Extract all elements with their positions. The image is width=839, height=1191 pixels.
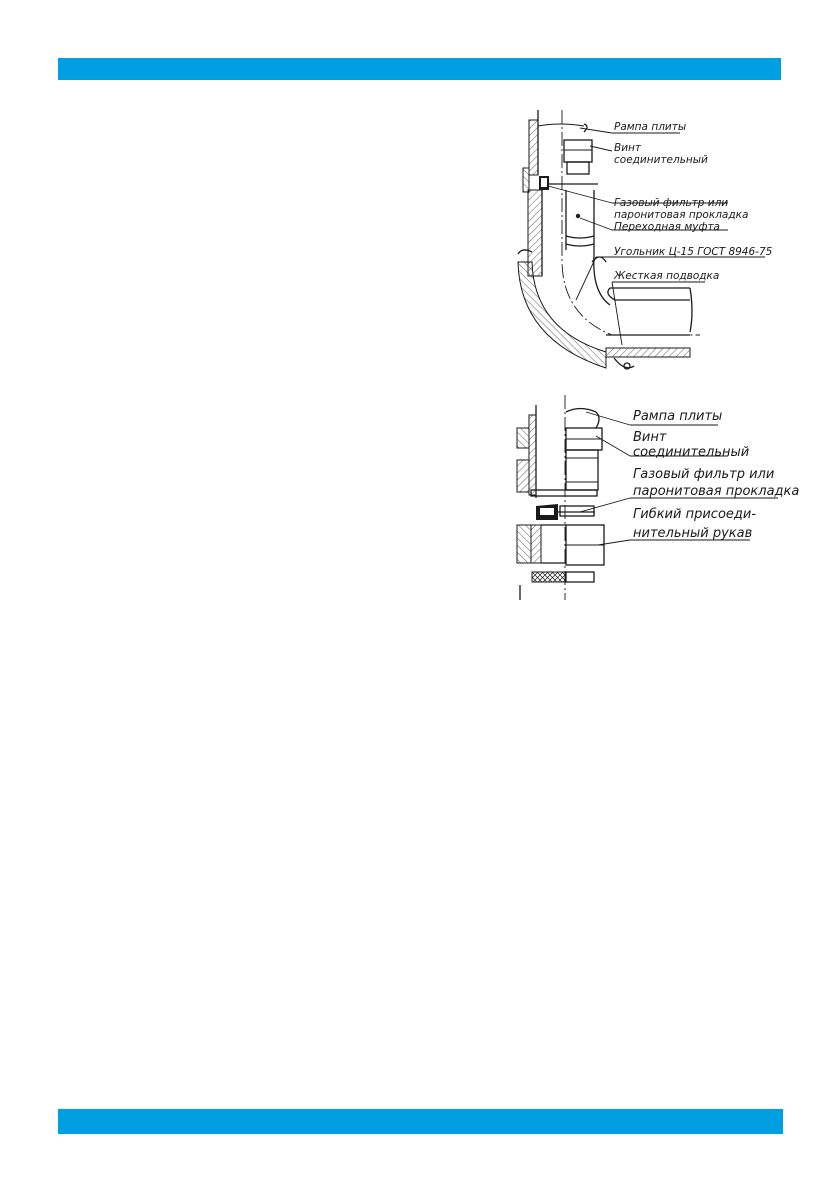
label-ugolnik: Угольник Ц-15 ГОСТ 8946-75 [614,246,773,258]
footer-band [58,1109,783,1134]
label-vint-2: соединительный [614,154,708,166]
label-filter: Газовый фильтр или [614,197,728,209]
flexible-hose-connection-drawing: Рампа плиты Винт соединительный Газовый … [516,395,799,600]
elbow-connection-drawing: Рампа плиты Винт соединительный Газовый … [517,110,773,370]
label-vint: Винт [614,142,642,154]
label-rampa: Рампа плиты [614,121,686,133]
label-mufta: Переходная муфта [614,221,720,233]
label-rukav-2: нительный рукав [633,526,752,541]
label-podvodka: Жесткая подводка [613,270,719,282]
label-rampa-2: Рампа плиты [633,409,722,424]
header-band [58,58,781,80]
label-rukav: Гибкий присоеди- [633,507,756,522]
label-filter-2: паронитовая прокладка [614,209,748,221]
label-vint-b: Винт [633,430,667,445]
label-vint-b2: соединительный [633,445,749,460]
label-filter-b: Газовый фильтр или [633,467,774,482]
label-filter-b2: паронитовая прокладка [633,484,799,499]
